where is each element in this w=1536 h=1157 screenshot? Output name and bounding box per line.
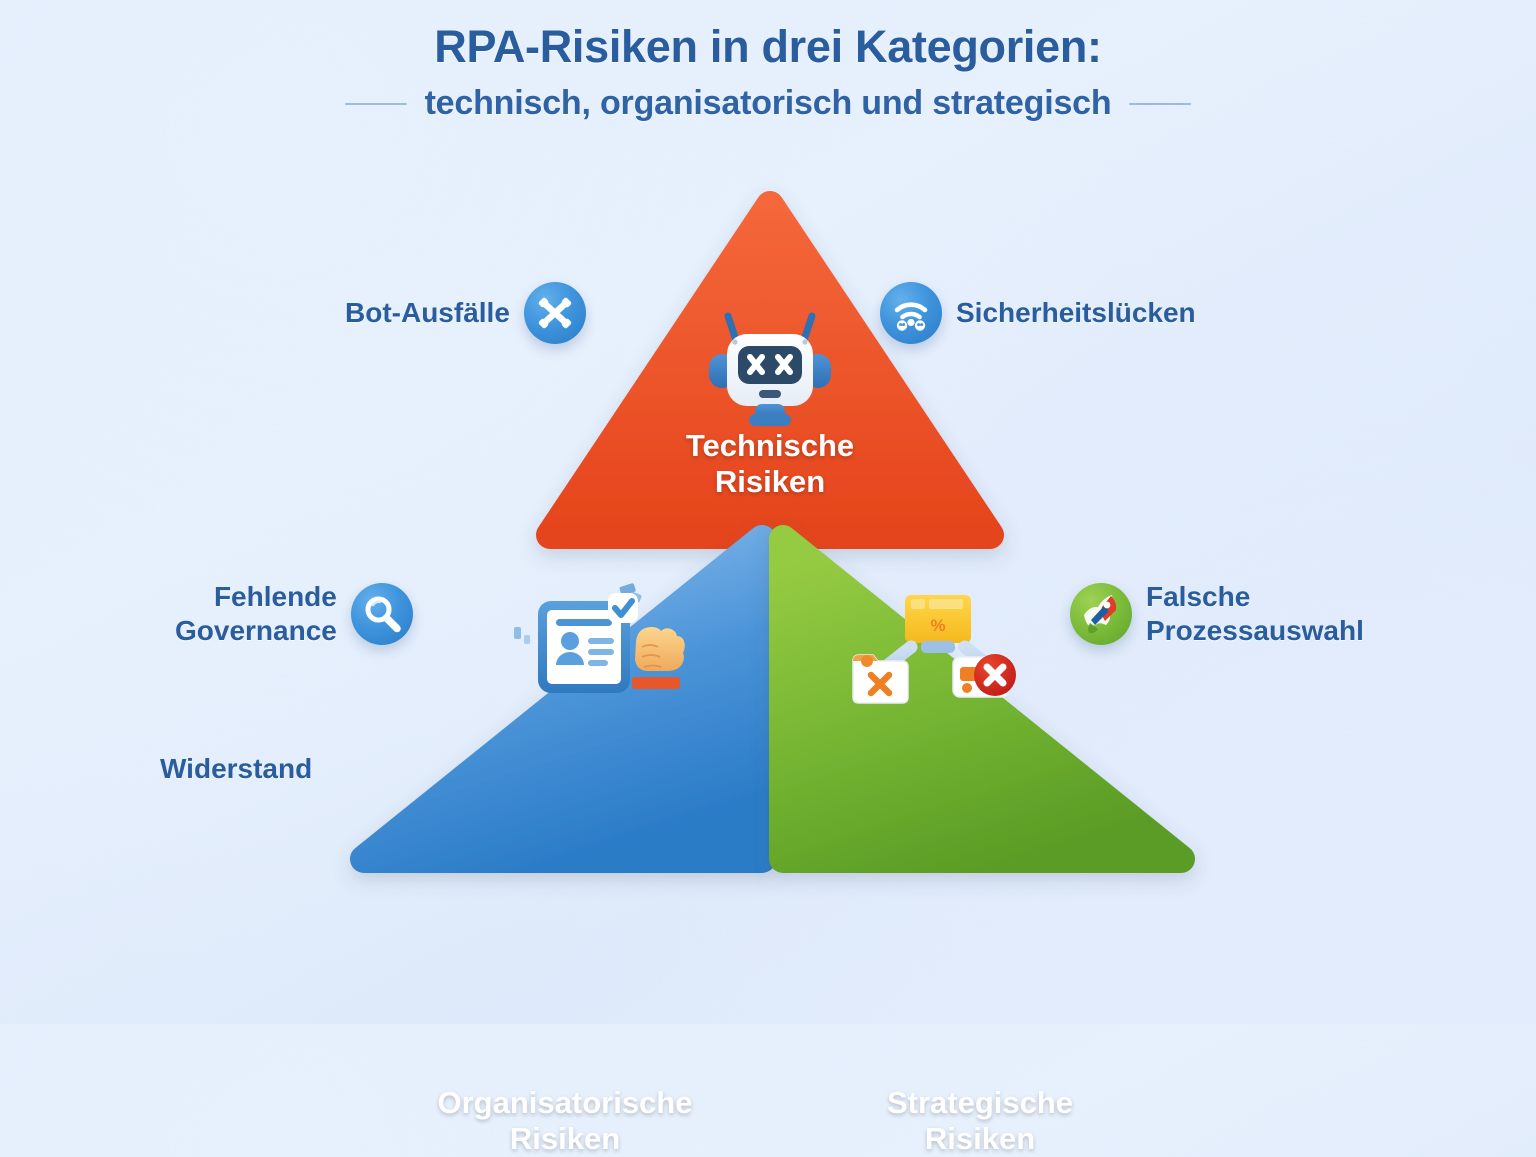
rocket-icon <box>1070 583 1132 646</box>
crossed-tools-icon <box>523 282 586 344</box>
infographic-canvas: RPA-Risiken in drei Kategorien: technisc… <box>0 21 1536 1156</box>
triangle-strategic[interactable]: % <box>755 525 1205 1156</box>
caption-line-2: Risiken <box>509 1120 621 1156</box>
triangle-organisational[interactable]: Organisatorische Risiken <box>340 525 790 1156</box>
magnifier-icon <box>350 583 413 646</box>
label-resistance[interactable]: Widerstand <box>160 752 312 786</box>
rule-right <box>1129 102 1192 105</box>
label-security-gaps[interactable]: Sicherheitslücken <box>880 282 1196 344</box>
label-missing-governance[interactable]: Fehlende Governance <box>175 580 413 648</box>
triangle-technical[interactable]: Technische Risiken <box>535 191 1005 549</box>
label-line-2: Governance <box>175 615 337 647</box>
label-wrong-process-selection-text: Falsche Prozessauswahl <box>1146 580 1364 648</box>
triangle-strategic-caption: Strategische Risiken <box>773 1085 1187 1157</box>
rule-left <box>344 102 407 105</box>
triangle-organisational-caption: Organisatorische Risiken <box>358 1085 772 1157</box>
caption-line-1: Strategische <box>886 1085 1074 1120</box>
caption-line-2: Risiken <box>924 1120 1036 1156</box>
label-line-1: Falsche <box>1146 581 1251 612</box>
label-missing-governance-text: Fehlende Governance <box>175 580 337 648</box>
label-line-2: Prozessauswahl <box>1146 615 1364 647</box>
label-resistance-text: Widerstand <box>160 753 313 784</box>
label-security-gaps-text: Sicherheitslücken <box>956 296 1196 328</box>
label-wrong-process-selection[interactable]: Falsche Prozessauswahl <box>1070 580 1364 648</box>
label-bot-failures-text: Bot-Ausfälle <box>345 296 510 328</box>
label-bot-failures[interactable]: Bot-Ausfälle <box>345 282 586 344</box>
label-line-1: Fehlende <box>213 581 337 612</box>
page-subtitle: technisch, organisatorisch und strategis… <box>424 84 1112 123</box>
page-title: RPA-Risiken in drei Kategorien: <box>434 21 1102 72</box>
wifi-signal-icon <box>880 282 942 344</box>
caption-line-1: Organisatorische <box>437 1085 693 1120</box>
header: RPA-Risiken in drei Kategorien: technisc… <box>0 21 1536 123</box>
subtitle-row: technisch, organisatorisch und strategis… <box>0 84 1536 123</box>
